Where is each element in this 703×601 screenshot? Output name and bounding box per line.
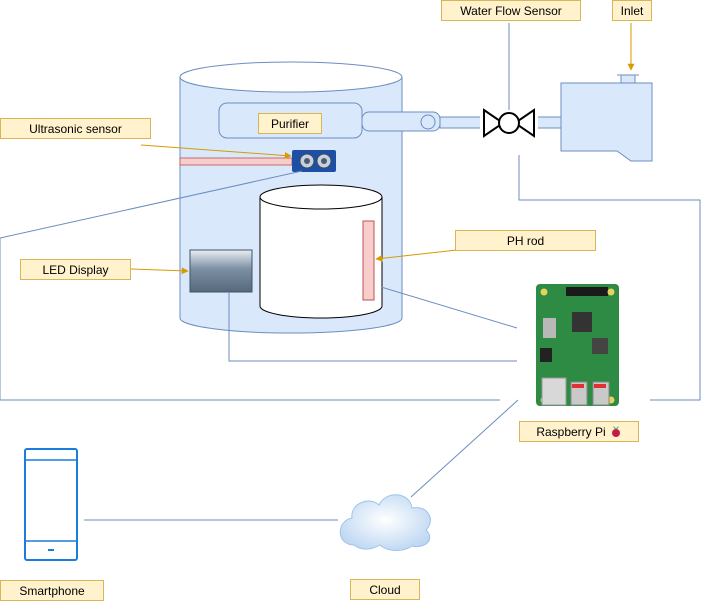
raspberry-pi-board bbox=[536, 284, 619, 406]
label-cloud: Cloud bbox=[350, 579, 420, 600]
label-ph-rod: PH rod bbox=[455, 230, 596, 251]
ultrasonic-sensor-device bbox=[292, 150, 336, 172]
sensor-strip bbox=[179, 157, 293, 166]
label-water-flow-sensor: Water Flow Sensor bbox=[441, 0, 581, 21]
raspberry-icon bbox=[611, 426, 620, 437]
label-led-display: LED Display bbox=[20, 259, 131, 280]
cloud-shape bbox=[339, 494, 431, 551]
label-raspberry-pi-text: Raspberry Pi bbox=[536, 424, 606, 439]
label-raspberry-pi: Raspberry Pi bbox=[519, 421, 639, 442]
water-flow-sensor-valve bbox=[480, 103, 538, 141]
pipe bbox=[361, 111, 563, 132]
sample-container bbox=[259, 184, 383, 319]
ph-rod bbox=[362, 220, 375, 301]
smartphone-device bbox=[24, 448, 78, 561]
annotation-arrows bbox=[130, 23, 635, 275]
label-purifier: Purifier bbox=[258, 113, 322, 134]
led-display bbox=[189, 249, 253, 293]
inlet-tank bbox=[560, 74, 653, 162]
label-smartphone: Smartphone bbox=[0, 580, 104, 601]
connector-lines bbox=[0, 23, 701, 521]
label-inlet: Inlet bbox=[612, 0, 652, 21]
label-ultrasonic-sensor: Ultrasonic sensor bbox=[0, 118, 151, 139]
